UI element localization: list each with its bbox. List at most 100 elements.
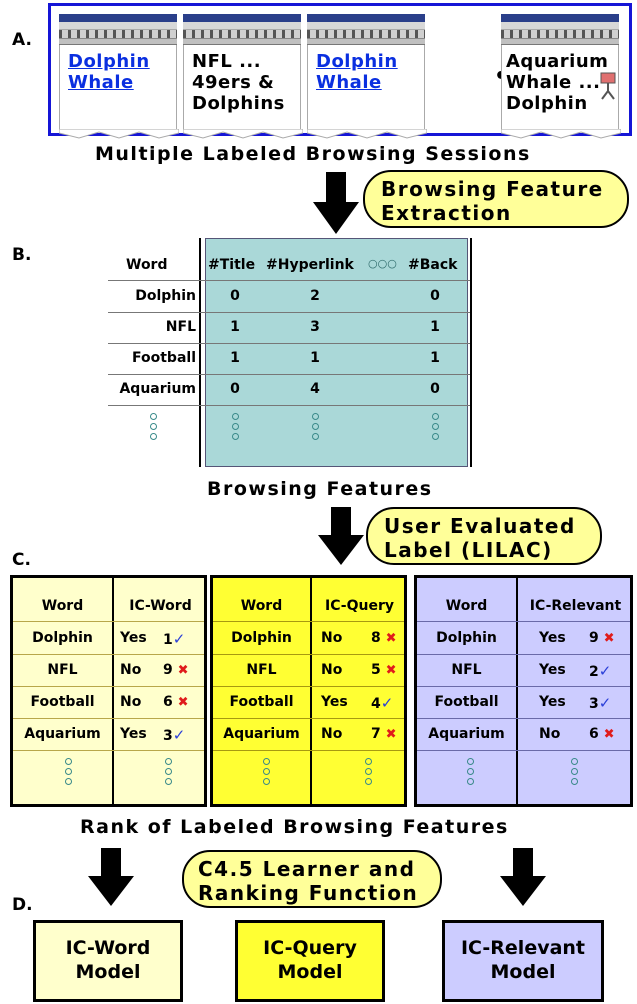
panel-header-label: IC-Query: [324, 598, 394, 614]
label-d: D.: [12, 895, 33, 915]
feature-back-count: 1: [430, 350, 440, 366]
session-page-text: Dolphin Whale: [68, 51, 150, 93]
more-rows-dots: [232, 413, 240, 443]
checkmark-icon: ✓: [598, 662, 612, 680]
panel-value: No: [321, 630, 343, 646]
browser-page: Aquarium Whale ... Dolphin: [501, 45, 621, 139]
browser-window: Dolphin Whale: [59, 14, 179, 139]
row-separator: [13, 686, 204, 687]
row-separator: [13, 750, 204, 751]
rank-number: 5: [371, 662, 381, 678]
feature-word: Football: [132, 350, 196, 366]
x-mark-icon: ✖: [603, 727, 615, 742]
browser-address-bar: [183, 39, 301, 45]
label-c: C.: [12, 550, 31, 570]
row-separator: [417, 718, 630, 719]
browser-page: NFL ... 49ers & Dolphins: [183, 45, 303, 139]
panel-rank: 3✓: [163, 726, 185, 744]
checkmark-icon: ✓: [172, 630, 186, 648]
bubble-line: Browsing Feature: [381, 177, 604, 201]
more-rows-dots: [165, 758, 173, 788]
feature-back-count: 1: [430, 319, 440, 335]
caption-sessions: Multiple Labeled Browsing Sessions: [95, 143, 531, 165]
panel-value: No: [539, 726, 561, 742]
more-rows-dots: [571, 758, 579, 788]
panel-rank: 8 ✖: [371, 630, 397, 646]
feature-hyperlink-count: 3: [310, 319, 320, 335]
session-line: Aquarium: [506, 51, 609, 72]
rank-number: 8: [371, 630, 381, 646]
ic-query-panel: Word IC-Query Dolphin No 8 ✖ NFL No 5 ✖ …: [210, 575, 407, 807]
panel-header-word: Word: [41, 598, 84, 614]
row-separator: [13, 654, 204, 655]
arrow-down-icon: [88, 848, 134, 906]
checkmark-icon: ✓: [598, 694, 612, 712]
panel-header-word: Word: [240, 598, 283, 614]
panel-value: Yes: [539, 630, 566, 646]
panel-divider: [310, 578, 312, 804]
panel-header-label: IC-Word: [129, 598, 192, 614]
session-line: Dolphin: [316, 51, 398, 72]
rank-number: 3: [589, 696, 599, 712]
rank-number: 6: [163, 694, 173, 710]
browser-address-bar: [307, 39, 425, 45]
model-line: Model: [75, 961, 141, 983]
feature-header-hyperlink: #Hyperlink: [266, 257, 354, 273]
row-separator: [13, 621, 204, 622]
extraction-bubble: Browsing Feature Extraction: [363, 170, 629, 228]
feature-title-count: 0: [230, 381, 240, 397]
panel-divider: [112, 578, 114, 804]
x-mark-icon: ✖: [177, 695, 189, 710]
more-rows-dots: [150, 413, 158, 443]
panel-rank: 2✓: [589, 662, 611, 680]
bubble-line: Extraction: [381, 201, 512, 225]
feature-header-word: Word: [126, 257, 168, 273]
row-separator: [108, 280, 470, 281]
browser-page: Dolphin Whale: [307, 45, 427, 139]
browser-address-bar: [59, 39, 177, 45]
session-page-text: NFL ... 49ers & Dolphins: [192, 51, 285, 114]
model-line: Model: [277, 961, 343, 983]
lilac-bubble: User Evaluated Label (LILAC): [366, 507, 602, 565]
torn-edge: [183, 129, 303, 139]
feature-title-count: 0: [230, 288, 240, 304]
model-line: IC-Word: [65, 937, 151, 959]
feature-back-count: 0: [430, 381, 440, 397]
panel-value: No: [321, 662, 343, 678]
panel-value: No: [120, 662, 142, 678]
row-separator: [417, 686, 630, 687]
panel-header-label: IC-Relevant: [529, 598, 622, 614]
browser-address-bar: [501, 39, 619, 45]
feature-hyperlink-count: 4: [310, 381, 320, 397]
session-page-text: Aquarium Whale ... Dolphin: [506, 51, 608, 114]
bubble-line: C4.5 Learner and: [198, 857, 416, 881]
panel-word: Football: [229, 694, 294, 710]
browser-toolbar: [307, 30, 425, 39]
x-mark-icon: ✖: [603, 631, 615, 646]
feature-back-count: 0: [430, 288, 440, 304]
feature-title-count: 1: [230, 319, 240, 335]
panel-rank: 3✓: [589, 694, 611, 712]
session-line: Whale: [316, 72, 382, 93]
panel-value: No: [120, 694, 142, 710]
ic-relevant-panel: Word IC-Relevant Dolphin Yes 9 ✖ NFL Yes…: [414, 575, 633, 807]
panel-word: NFL: [246, 662, 277, 678]
panel-rank: 1✓: [163, 630, 185, 648]
panel-word: Dolphin: [231, 630, 292, 646]
feature-header-title: #Title: [208, 257, 256, 273]
browser-toolbar: [183, 30, 301, 39]
feature-table-background: [205, 238, 468, 467]
session-line: Whale ...: [506, 72, 601, 93]
model-line: IC-Relevant: [460, 937, 586, 959]
row-separator: [213, 750, 404, 751]
panel-value: Yes: [539, 662, 566, 678]
model-line: IC-Query: [263, 937, 357, 959]
feature-title-count: 1: [230, 350, 240, 366]
panel-value: Yes: [539, 694, 566, 710]
panel-word: NFL: [47, 662, 78, 678]
browser-titlebar: [307, 14, 425, 22]
rank-number: 4: [371, 696, 381, 712]
panel-value: Yes: [120, 630, 147, 646]
browser-menubar: [307, 22, 425, 30]
row-separator: [213, 686, 404, 687]
